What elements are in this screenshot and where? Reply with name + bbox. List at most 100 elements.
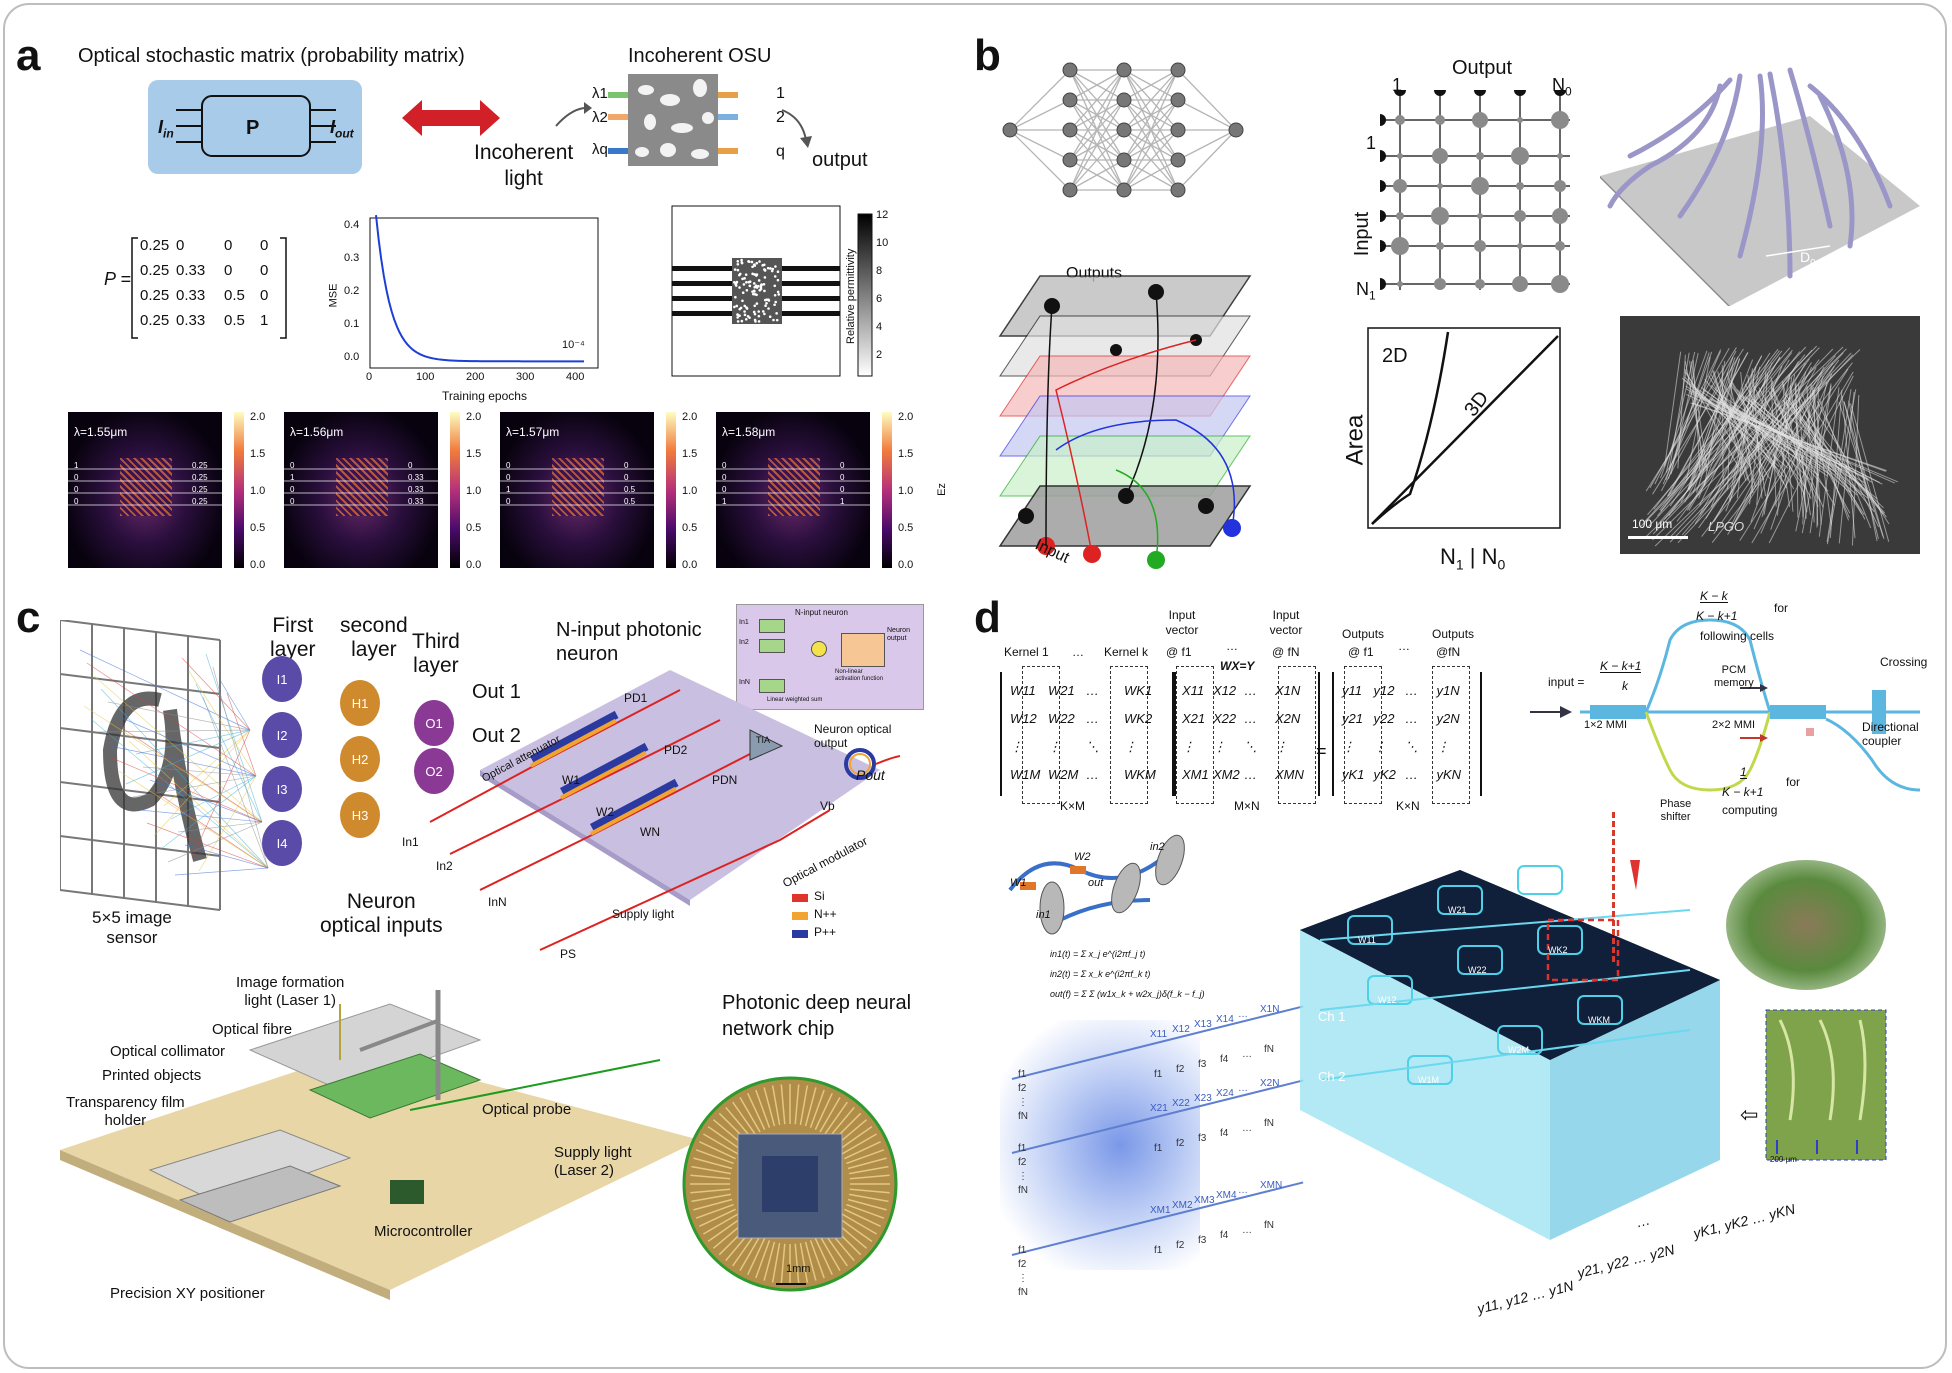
outputs-header-n-f: @fN (1436, 645, 1461, 659)
column-highlight (1278, 666, 1316, 804)
cell-weight-label: W11 (1358, 935, 1376, 945)
freq-f-label: f4 (1220, 1128, 1229, 1139)
crossbar-array (1380, 90, 1570, 293)
crossbar-output-label: Output (1452, 57, 1513, 79)
port-1: 1 (776, 85, 785, 102)
cell-micrograph (1765, 1009, 1887, 1161)
matrix-bracket (1000, 672, 1176, 796)
matrix-cell: 0.25 (140, 287, 170, 304)
micro-scale-label: 200 μm (1770, 1155, 1797, 1164)
matrix-entry: XMN (1275, 767, 1304, 782)
column-highlight (1176, 666, 1214, 804)
scattering-region (552, 458, 604, 516)
pd2-label: PD2 (664, 743, 688, 757)
waveguide (500, 504, 654, 506)
side-f-label: ⋮ (1018, 1273, 1028, 1284)
mixer-label: W1 (1010, 877, 1027, 889)
chip-scale-label: 1mm (786, 1263, 811, 1275)
pd1-label: PD1 (624, 691, 648, 705)
in-label: Iin (158, 117, 174, 141)
following-top: K − k (1700, 589, 1728, 603)
inset-sum (811, 641, 827, 657)
legend-label: N++ (814, 907, 837, 921)
field-map-output: 0.25 (192, 497, 208, 506)
field-map-output: 0 (840, 485, 845, 494)
permittivity-tick: 4 (876, 321, 883, 333)
osu-diagram (555, 74, 812, 166)
freq-x-label: X11 (1150, 1029, 1168, 1040)
freq-x-label: X21 (1150, 1103, 1168, 1114)
matrix-cell: 0.5 (224, 312, 245, 329)
matrix-entry: W12 (1010, 711, 1037, 726)
freq-f-label: fN (1264, 1220, 1274, 1231)
matrix-entry: y22 (1373, 711, 1395, 726)
field-map-input: 0 (722, 485, 727, 494)
waveguide (284, 468, 438, 470)
dim-kxm: K×M (1060, 799, 1086, 813)
neural-network-graph (1002, 62, 1244, 198)
freq-f-label: fN (1264, 1118, 1274, 1129)
pout-label: Pout (856, 767, 885, 783)
matrix-entry: ⋱ (1244, 739, 1257, 754)
ez-label: Ez (935, 483, 948, 496)
waveguide (68, 492, 222, 494)
sem-scale-bar (1628, 536, 1688, 539)
freq-f-label: f2 (1176, 1240, 1185, 1251)
ez-tick: 1.0 (898, 485, 914, 497)
side-f-label: f2 (1018, 1083, 1027, 1094)
kernel-1-header: Kernel 1 (1004, 645, 1049, 659)
inset-activation (841, 633, 885, 667)
field-map-output: 0.5 (624, 497, 636, 506)
equals-sign: = (1316, 741, 1327, 761)
matrix-entry: ⋮ (1010, 739, 1023, 754)
waveguide (68, 504, 222, 506)
field-map-output: 0 (408, 461, 413, 470)
output-label: output (812, 149, 868, 171)
field-map-wavelength: λ=1.58μm (722, 425, 776, 439)
matrix-entry: … (1244, 711, 1257, 726)
following-for: for (1774, 601, 1789, 615)
mse-ytick: 0.1 (344, 318, 360, 330)
supply-light-label: Supply light(Laser 2) (554, 1144, 632, 1179)
field-map-wavelength: λ=1.57μm (506, 425, 560, 439)
matrix-entry: … (1086, 711, 1099, 726)
tia-label: TIA (756, 735, 771, 745)
osu-title: Incoherent OSU (628, 45, 772, 67)
matrix-cell: 0 (176, 237, 185, 254)
computing-top: 1 (1740, 765, 1747, 779)
kernel-ellipsis: … (1072, 645, 1084, 659)
legend-swatch (792, 930, 808, 938)
inset-in1: In1 (739, 619, 749, 626)
matrix-entry: W2M (1048, 767, 1079, 782)
field-map-input: 1 (290, 473, 295, 482)
freq-x-label: X22 (1172, 1098, 1190, 1109)
scattering-region (336, 458, 388, 516)
field-map-input: 1 (722, 497, 727, 506)
legend-label: Si (814, 889, 825, 903)
computing-bot: K − k+1 (1722, 785, 1764, 799)
matrix-entry: WK1 (1124, 683, 1153, 698)
lambda-2: λ2 (592, 109, 608, 126)
mse-xlabel: Training epochs (442, 389, 527, 403)
scattering-region (768, 458, 820, 516)
matrix-entry: ⋮ (1275, 739, 1288, 754)
kernel-k-header: Kernel k (1104, 645, 1149, 659)
matrix-entry: XM2 (1213, 767, 1240, 782)
ez-tick: 1.0 (682, 485, 698, 497)
layer-node: H2 (340, 736, 380, 782)
matrix-entry: W1M (1010, 767, 1041, 782)
legend-swatch (792, 894, 808, 902)
field-map-output: 0.25 (192, 485, 208, 494)
permittivity-map (671, 205, 873, 377)
matrix-bracket (1332, 672, 1482, 796)
optical-fibre-label: Optical fibre (212, 1021, 293, 1038)
cell-weight-label: W1M (1418, 1075, 1439, 1085)
